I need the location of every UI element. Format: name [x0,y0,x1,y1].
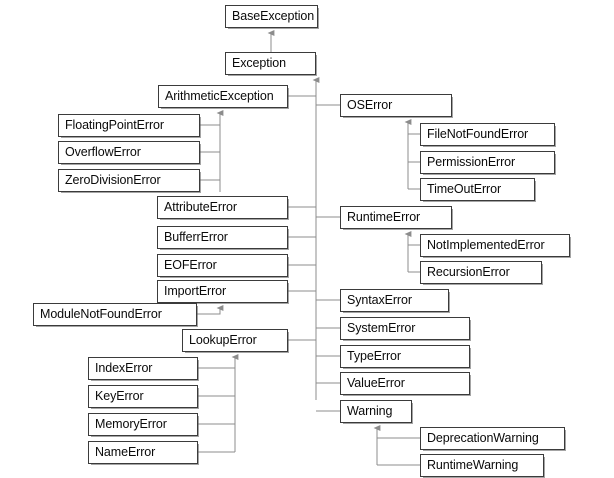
node-label: ZeroDivisionError [65,173,161,187]
node-label: ModuleNotFoundError [40,307,162,321]
node-syntax-error[interactable]: SyntaxError [340,289,449,312]
node-floating-point-error[interactable]: FloatingPointError [58,114,200,137]
node-arithmetic-exception[interactable]: ArithmeticException [158,85,288,108]
node-not-implemented-error[interactable]: NotImplementedError [420,234,570,257]
node-system-error[interactable]: SystemError [340,317,470,340]
node-label: Warning [347,404,393,418]
node-label: BaseException [232,9,315,23]
node-label: RuntimeError [347,210,421,224]
node-label: TimeOutError [427,182,502,196]
node-bufferr-error[interactable]: BufferrError [157,226,288,249]
node-label: DeprecationWarning [427,431,539,445]
node-deprecation-warning[interactable]: DeprecationWarning [420,427,565,450]
node-type-error[interactable]: TypeError [340,345,470,368]
node-label: OverflowError [65,145,141,159]
node-label: MemoryError [95,417,167,431]
node-value-error[interactable]: ValueError [340,372,470,395]
node-label: TypeError [347,349,401,363]
node-label: FloatingPointError [65,118,164,132]
node-attribute-error[interactable]: AttributeError [157,196,288,219]
node-label: LookupError [189,333,257,347]
node-label: ImportError [164,284,227,298]
node-key-error[interactable]: KeyError [88,385,198,408]
node-label: Exception [232,56,286,70]
node-label: AttributeError [164,200,237,214]
node-label: NameError [95,445,156,459]
node-lookup-error[interactable]: LookupError [182,329,288,352]
node-runtime-warning[interactable]: RuntimeWarning [420,454,544,477]
node-file-not-found-error[interactable]: FileNotFoundError [420,123,555,146]
node-label: ValueError [347,376,405,390]
edge-module-not-found-error-to-import-error [197,305,224,315]
node-index-error[interactable]: IndexError [88,357,198,380]
node-label: OSError [347,98,393,112]
node-warning[interactable]: Warning [340,400,412,423]
node-zero-division-error[interactable]: ZeroDivisionError [58,169,200,192]
node-label: ArithmeticException [165,89,274,103]
node-label: NotImplementedError [427,238,545,252]
node-label: BufferrError [164,230,228,244]
node-exception[interactable]: Exception [225,52,316,75]
node-eof-error[interactable]: EOFError [157,254,288,277]
node-label: SystemError [347,321,416,335]
node-label: EOFError [164,258,217,272]
node-overflow-error[interactable]: OverflowError [58,141,200,164]
node-name-error[interactable]: NameError [88,441,198,464]
node-label: FileNotFoundError [427,127,529,141]
node-memory-error[interactable]: MemoryError [88,413,198,436]
node-label: IndexError [95,361,153,375]
node-permission-error[interactable]: PermissionError [420,151,555,174]
node-base-exception[interactable]: BaseException [225,5,318,28]
node-label: RuntimeWarning [427,458,519,472]
node-label: RecursionError [427,265,510,279]
node-recursion-error[interactable]: RecursionError [420,261,542,284]
node-label: PermissionError [427,155,516,169]
node-label: SyntaxError [347,293,412,307]
node-time-out-error[interactable]: TimeOutError [420,178,535,201]
node-import-error[interactable]: ImportError [157,280,288,303]
node-runtime-error[interactable]: RuntimeError [340,206,452,229]
node-os-error[interactable]: OSError [340,94,452,117]
node-label: KeyError [95,389,144,403]
node-module-not-found-error[interactable]: ModuleNotFoundError [33,303,197,326]
